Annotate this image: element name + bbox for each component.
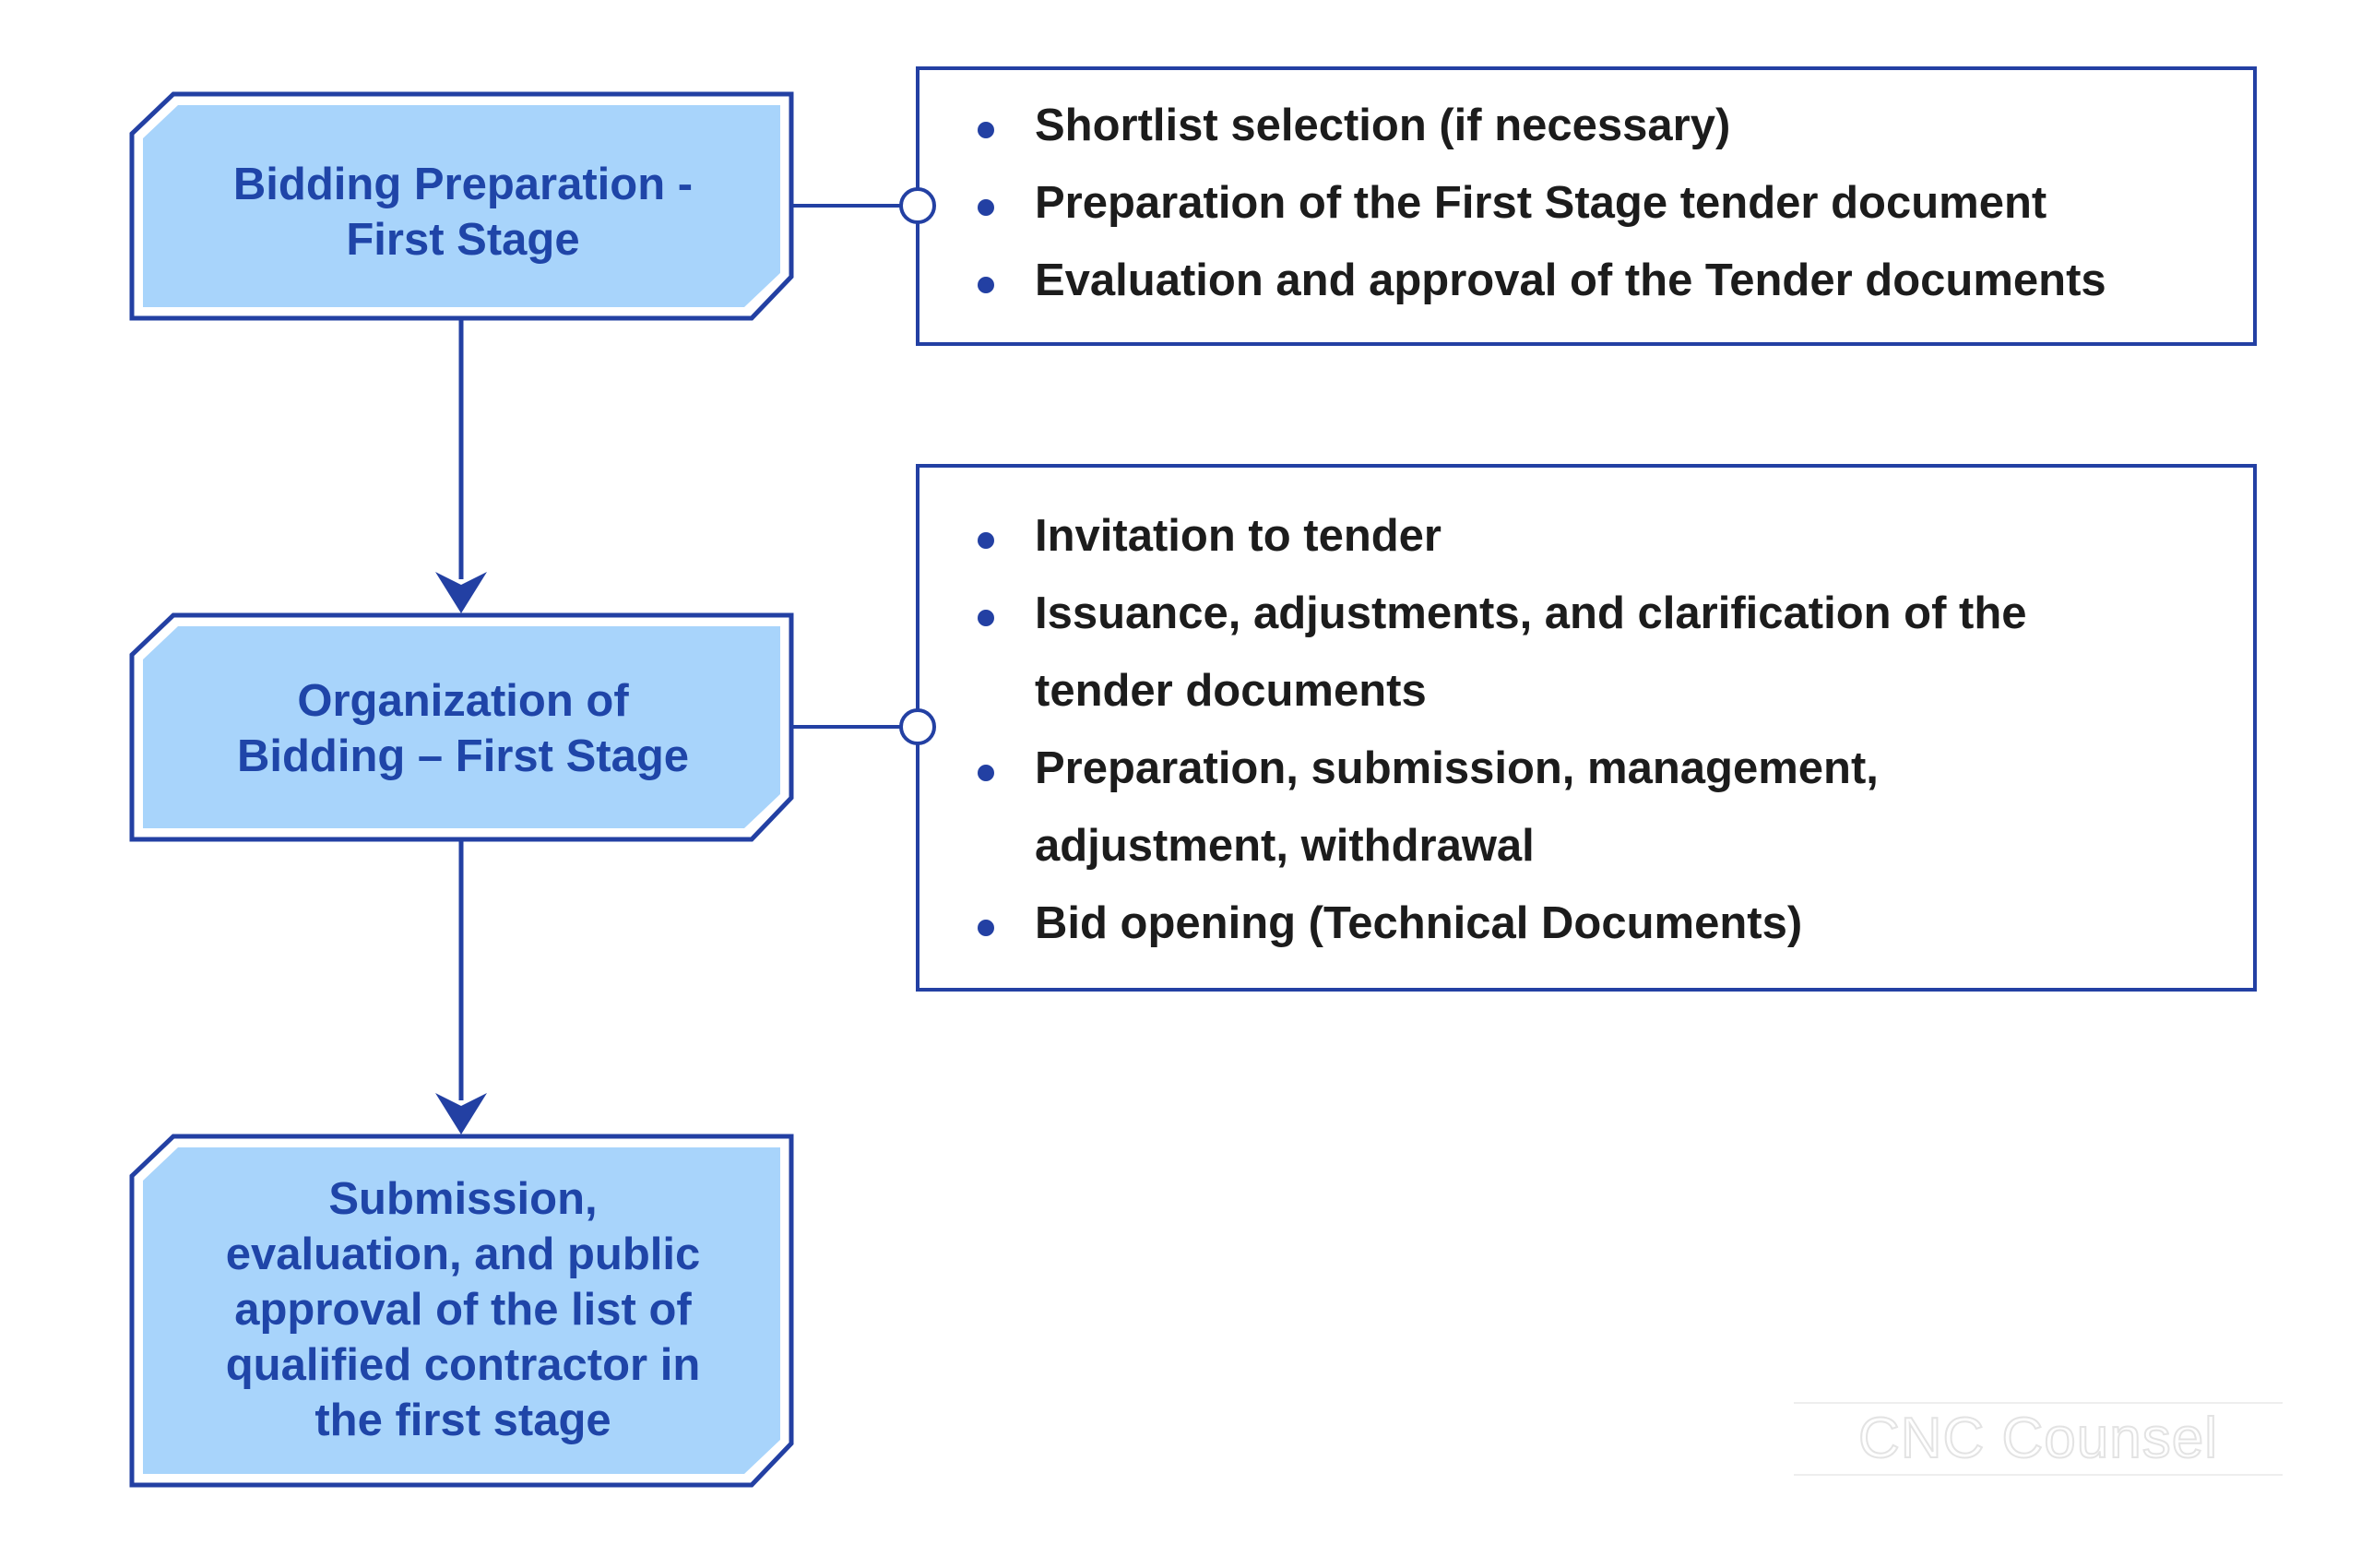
list-item-text: Preparation of the First Stage tender do… xyxy=(1035,178,2047,228)
detail-box-1 xyxy=(916,66,2257,346)
list-item: Invitation to tender xyxy=(943,497,2142,575)
stage-box-1 xyxy=(129,91,794,321)
arrow-stage2-to-stage3 xyxy=(435,841,487,1134)
bullet-icon xyxy=(978,920,994,936)
connector-stage2-detail2 xyxy=(791,708,936,745)
arrow-stage1-to-stage2 xyxy=(435,320,487,613)
list-item-text: Evaluation and approval of the Tender do… xyxy=(1035,255,2106,305)
list-item-text: Shortlist selection (if necessary) xyxy=(1035,101,1731,150)
stage-box-3 xyxy=(129,1134,794,1488)
list-item-text: Invitation to tender xyxy=(1035,511,1442,561)
list-item-text: Bid opening (Technical Documents) xyxy=(1035,898,1803,948)
list-item: Issuance, adjustments, and clarification… xyxy=(943,575,2142,730)
stage-box-2 xyxy=(129,612,794,842)
stage-label-2: Organization of Bidding – First Stage xyxy=(236,676,690,781)
list-item-text: Preparation, submission, management, adj… xyxy=(1035,743,1879,871)
list-item-text: Issuance, adjustments, and clarification… xyxy=(1035,588,2027,716)
stage-label-1: Bidding Preparation - First Stage xyxy=(232,160,694,265)
list-item: Preparation of the First Stage tender do… xyxy=(943,164,2106,242)
detail-list-1: Shortlist selection (if necessary) Prepa… xyxy=(943,87,2106,319)
bullet-icon xyxy=(978,277,994,293)
bullet-icon xyxy=(978,610,994,626)
bullet-icon xyxy=(978,199,994,216)
list-item: Evaluation and approval of the Tender do… xyxy=(943,242,2106,319)
list-item: Shortlist selection (if necessary) xyxy=(943,87,2106,164)
detail-box-2 xyxy=(916,464,2257,992)
list-item: Bid opening (Technical Documents) xyxy=(943,885,2142,962)
connector-stage1-detail1 xyxy=(791,187,936,224)
bullet-icon xyxy=(978,765,994,781)
stage-label-3: Submission, evaluation, and public appro… xyxy=(225,1174,701,1445)
bullet-icon xyxy=(978,532,994,549)
list-item: Preparation, submission, management, adj… xyxy=(943,730,2022,885)
watermark-logo: CNC Counsel xyxy=(1794,1402,2283,1476)
bullet-icon xyxy=(978,122,994,138)
detail-list-2: Invitation to tender Issuance, adjustmen… xyxy=(943,497,2142,962)
